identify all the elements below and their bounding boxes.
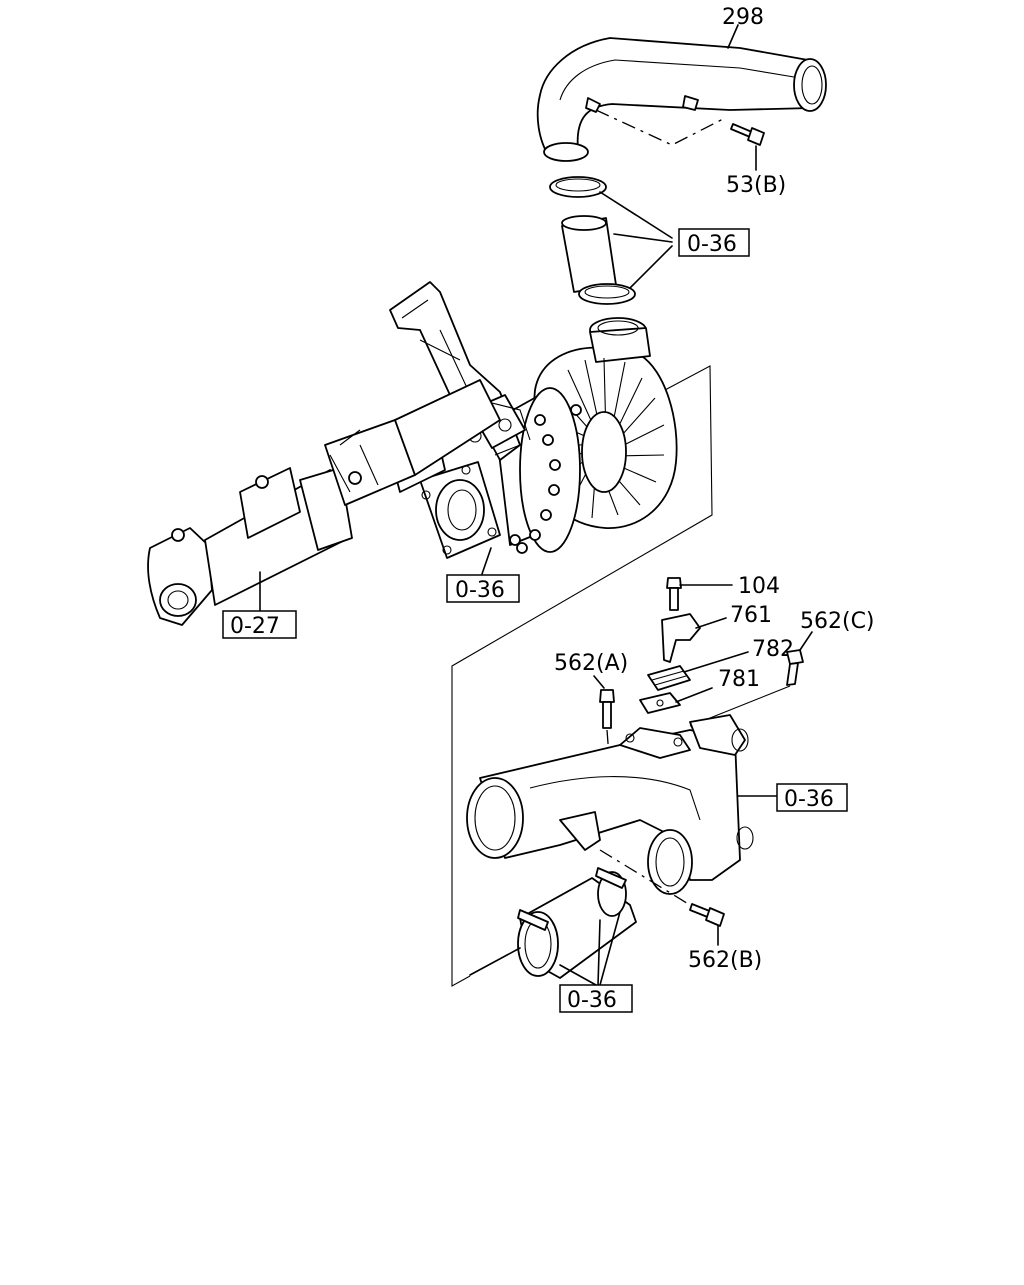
bolt-53b bbox=[730, 123, 765, 146]
intake-pipe-298 bbox=[536, 37, 827, 162]
label-562c: 562(C) bbox=[800, 609, 875, 634]
lower-hose-clamps bbox=[517, 867, 637, 979]
ref-exhaust: 0-27 bbox=[230, 614, 280, 639]
bolt-562a bbox=[599, 689, 615, 729]
bolt-562c bbox=[786, 649, 804, 686]
plate-781 bbox=[639, 692, 681, 714]
ref-hose-upper: 0-36 bbox=[687, 232, 737, 257]
bolt-104 bbox=[666, 577, 682, 611]
ref-inlet: 0-36 bbox=[784, 787, 834, 812]
exhaust-manifold bbox=[147, 379, 501, 626]
label-761: 761 bbox=[730, 603, 772, 628]
pad-782 bbox=[647, 665, 691, 691]
label-104: 104 bbox=[738, 574, 780, 599]
bracket-761 bbox=[661, 613, 701, 663]
turbocharger bbox=[389, 281, 678, 559]
ref-hose-lower: 0-36 bbox=[567, 988, 617, 1013]
label-562a: 562(A) bbox=[554, 651, 628, 676]
label-781: 781 bbox=[718, 667, 760, 692]
upper-hose-clamps bbox=[549, 176, 636, 305]
bolt-562b bbox=[689, 903, 725, 927]
label-782: 782 bbox=[752, 637, 794, 662]
intake-elbow bbox=[466, 714, 754, 895]
label-298: 298 bbox=[722, 5, 764, 30]
label-53b: 53(B) bbox=[726, 173, 786, 198]
label-562b: 562(B) bbox=[688, 948, 762, 973]
ref-turbo: 0-36 bbox=[455, 578, 505, 603]
